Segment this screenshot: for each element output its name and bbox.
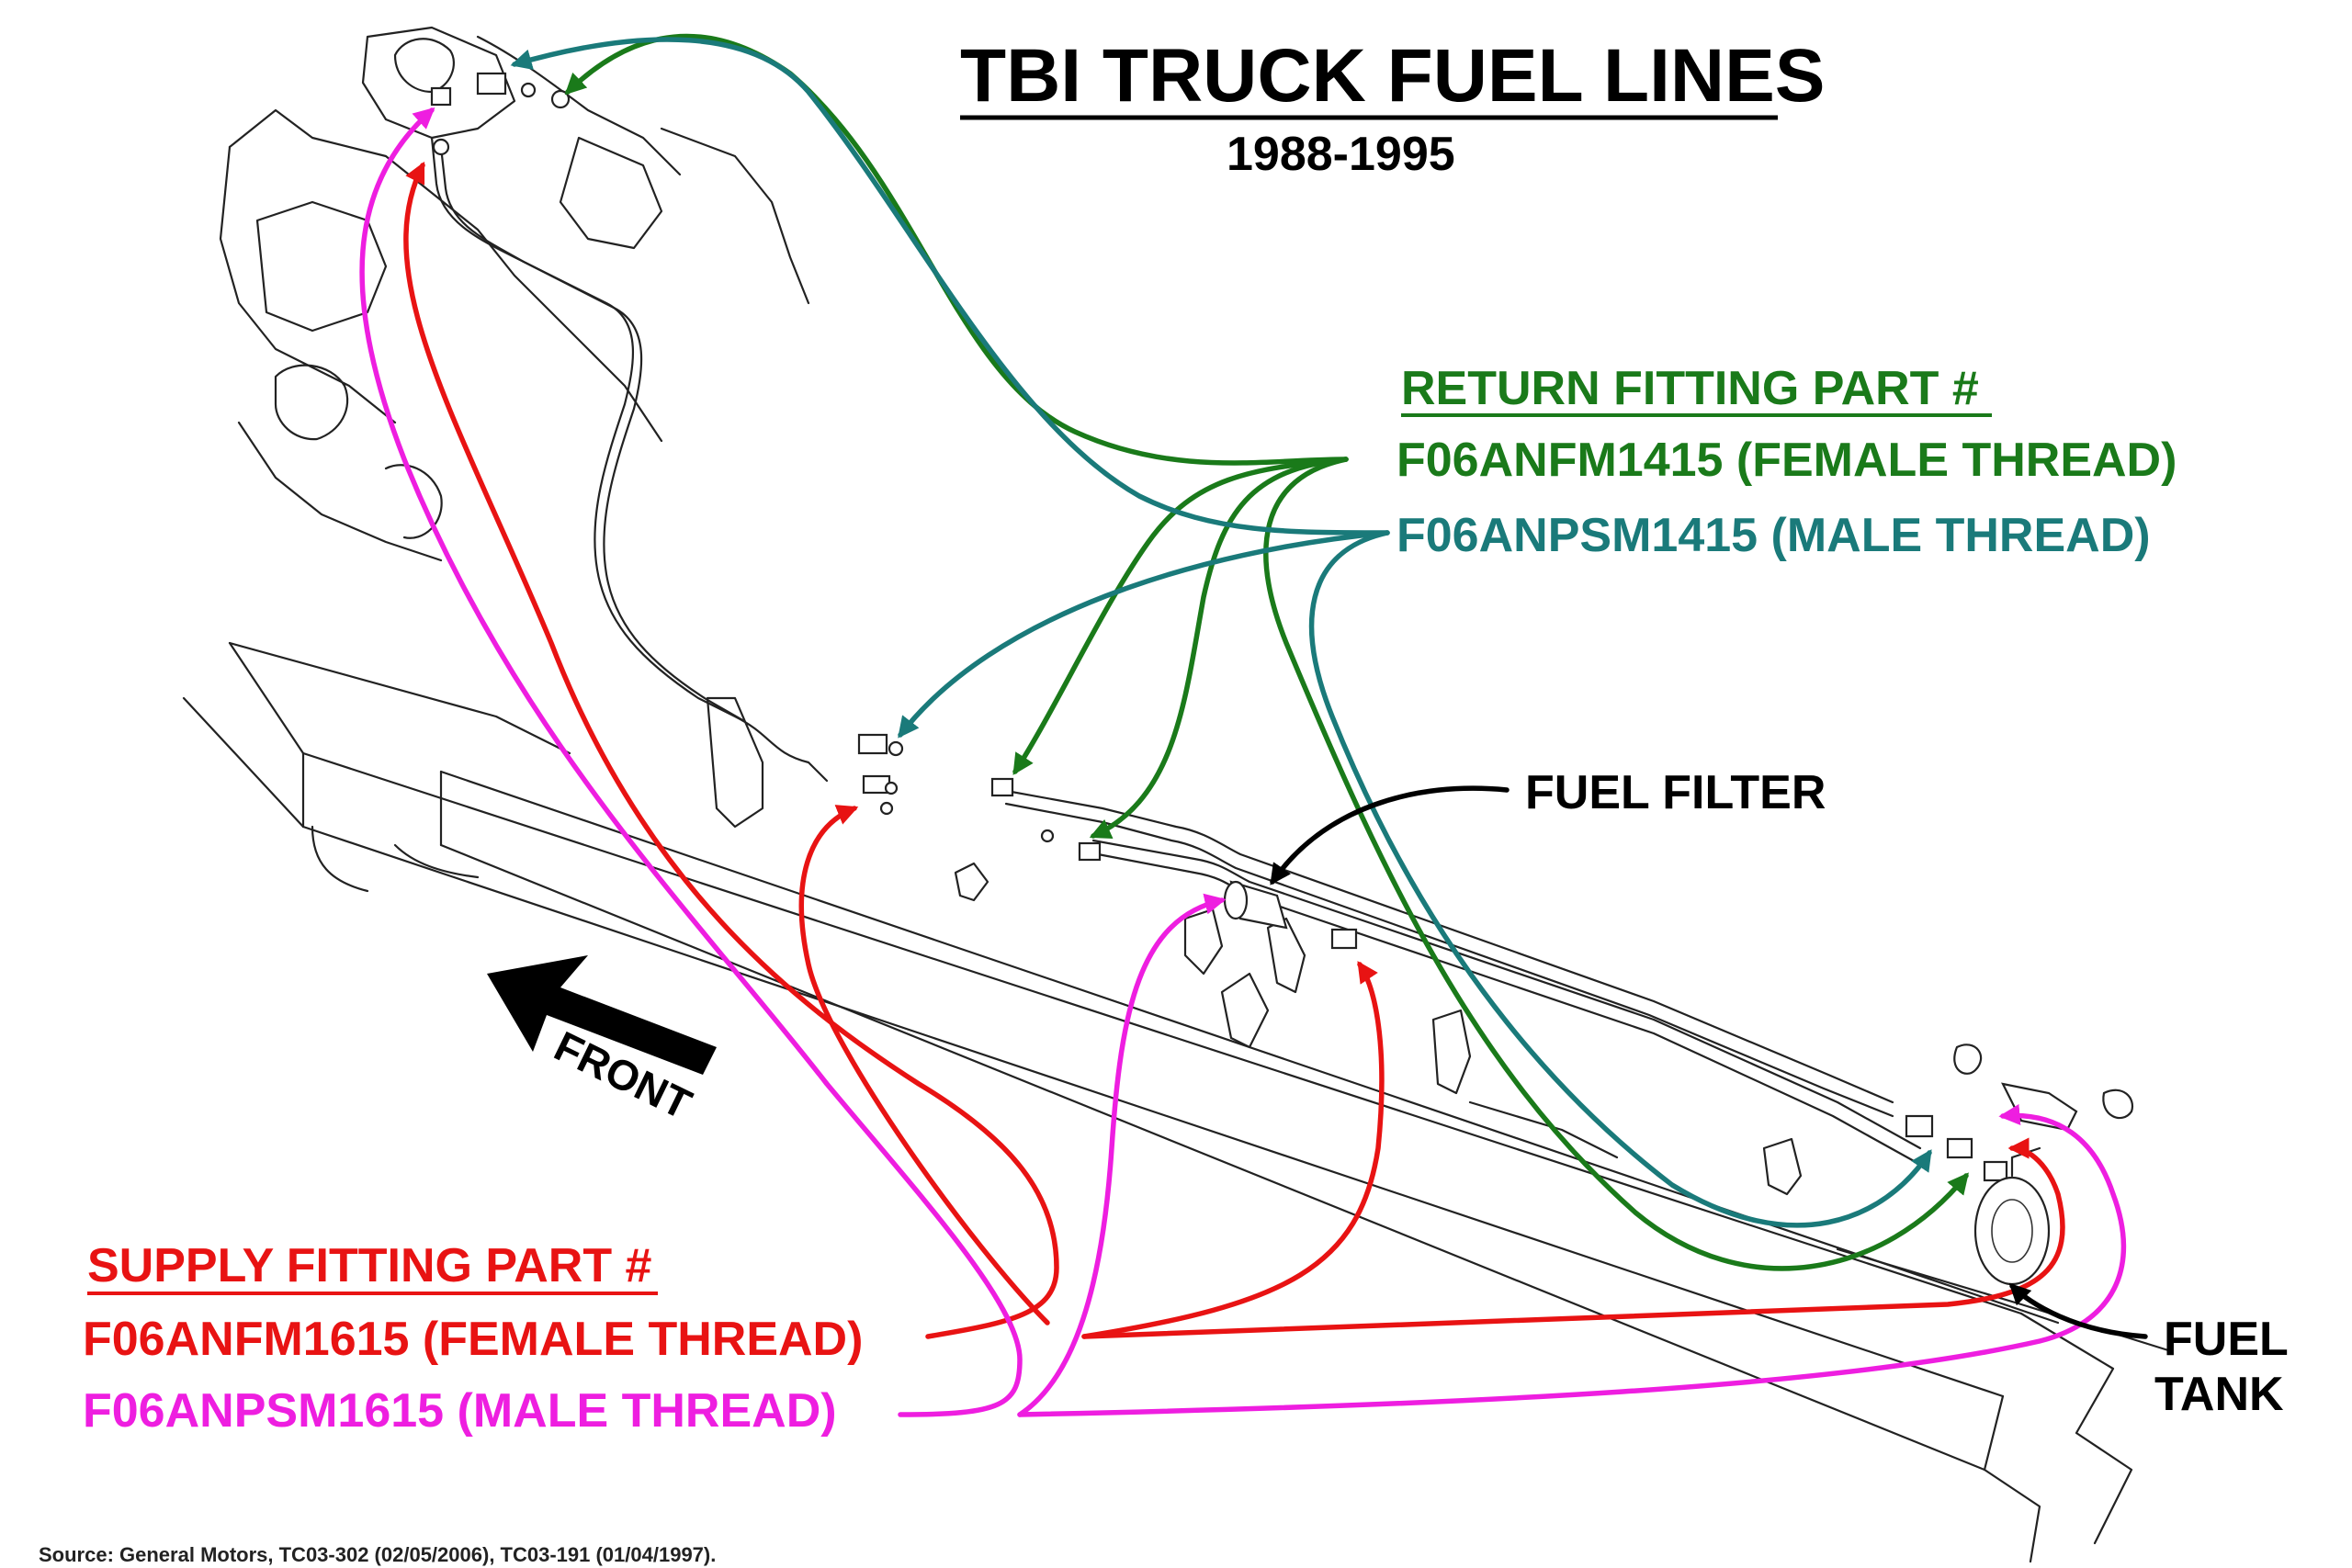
- page-subtitle: 1988-1995: [1227, 128, 1455, 181]
- supply-female-arrows: [403, 161, 2065, 1339]
- fuel-tank-label-line2: TANK: [2154, 1368, 2284, 1421]
- return-male-part: F06ANPSM1415 (MALE THREAD): [1396, 509, 2151, 562]
- supply-male-arrows: [359, 107, 2127, 1417]
- fuel-tank-label-line1: FUEL: [2164, 1313, 2289, 1366]
- supply-male-part: F06ANPSM1615 (MALE THREAD): [83, 1384, 837, 1438]
- engine-outline: [219, 26, 810, 562]
- fuel-filter-label: FUEL FILTER: [1525, 766, 1826, 819]
- fuel-filter-arrow: [1270, 785, 1510, 886]
- page-title: TBI TRUCK FUEL LINES: [960, 34, 1825, 118]
- return-male-arrows: [510, 37, 1932, 1228]
- front-arrow: FRONT: [487, 955, 717, 1128]
- supply-female-part: F06ANFM1615 (FEMALE THREAD): [83, 1313, 863, 1366]
- supply-heading: SUPPLY FITTING PART #: [87, 1239, 652, 1292]
- fuel-tank-arrow: [2008, 1282, 2148, 1339]
- fuel-pipe-supply: [430, 136, 1922, 1164]
- source-citation: Source: General Motors, TC03-302 (02/05/…: [39, 1543, 716, 1566]
- front-arrow-icon: [487, 955, 717, 1075]
- chassis-line-art: [182, 26, 2170, 1563]
- fuel-filter-body: [1223, 880, 1288, 930]
- return-female-part: F06ANFM1415 (FEMALE THREAD): [1396, 434, 2177, 487]
- fittings-detail: [430, 72, 2168, 1182]
- return-heading: RETURN FITTING PART #: [1401, 362, 1979, 415]
